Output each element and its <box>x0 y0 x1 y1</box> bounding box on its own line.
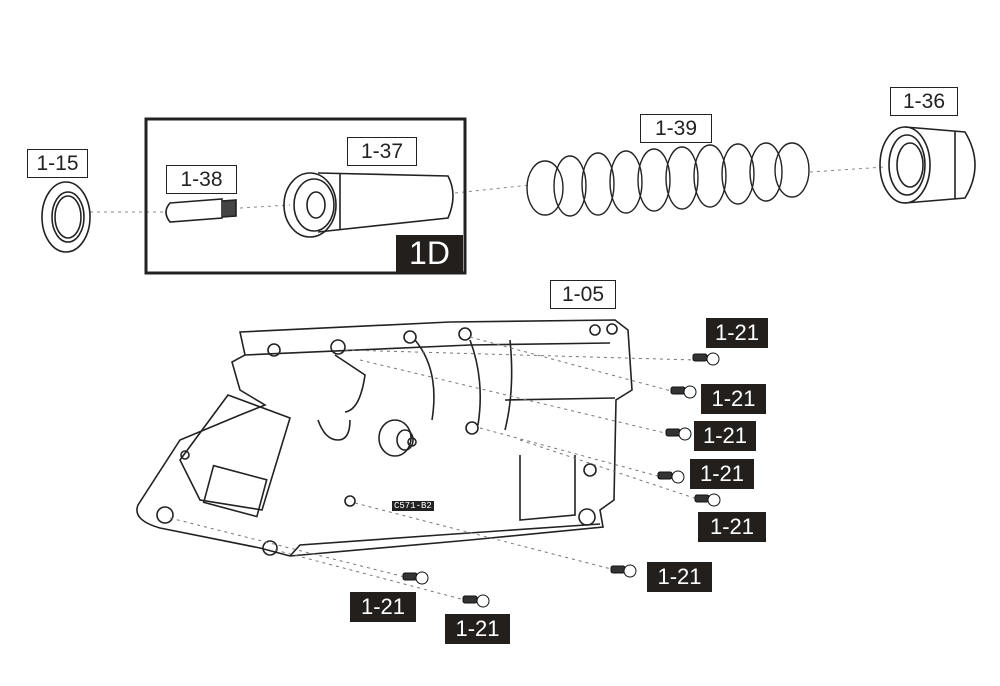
screw-icon <box>610 564 637 578</box>
screw-icon <box>402 571 429 585</box>
part-label-1-36: 1-36 <box>890 87 958 116</box>
screw-icon <box>694 493 721 507</box>
part-label-1-38: 1-38 <box>166 165 237 194</box>
screw-icon <box>692 352 720 366</box>
part-label-1-39: 1-39 <box>640 114 712 143</box>
screw-icon <box>665 427 692 441</box>
screw-label: 1-21 <box>445 614 510 644</box>
spring-1-39 <box>526 142 810 217</box>
gear-boss <box>378 419 417 457</box>
screw-icon <box>657 470 685 484</box>
assembly-axis-line <box>90 166 886 213</box>
screw-label: 1-21 <box>701 384 766 414</box>
bushing-1-36 <box>879 126 976 204</box>
screw-label: 1-21 <box>690 459 754 489</box>
screw-icon <box>462 594 490 608</box>
screw-label: 1-21 <box>694 421 756 451</box>
nozzle-1-37 <box>283 172 454 238</box>
part-label-1-37: 1-37 <box>347 137 417 166</box>
screw-label: 1-21 <box>647 562 712 592</box>
gearbox-shell-1-05 <box>136 319 633 557</box>
emboss-marking: C571-B2 <box>392 501 434 511</box>
part-label-1-05: 1-05 <box>550 280 616 309</box>
group-label-1d: 1D <box>396 235 463 272</box>
washer-1-15 <box>41 181 91 253</box>
screw-leader-lines <box>169 336 701 601</box>
screw-icon <box>670 385 697 399</box>
screw-label: 1-21 <box>698 512 766 542</box>
group-1d-frame <box>144 117 467 275</box>
screws-1-21 <box>402 352 721 608</box>
pin-1-38 <box>165 198 237 223</box>
part-label-1-15: 1-15 <box>27 149 88 178</box>
screw-label: 1-21 <box>350 592 416 622</box>
screw-label: 1-21 <box>706 318 768 348</box>
